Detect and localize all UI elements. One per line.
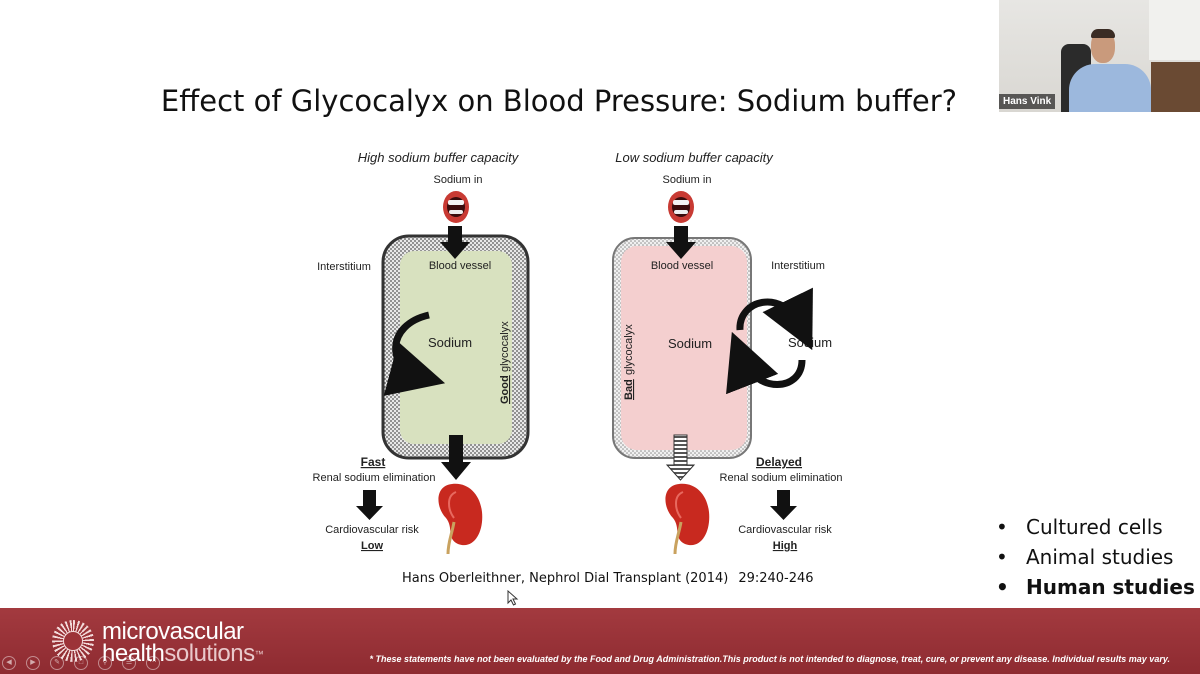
- right-glyco-word: glycocalyx: [623, 324, 635, 375]
- left-glyco-word: glycocalyx: [499, 321, 511, 372]
- right-sodium-in: Sodium in: [663, 174, 712, 186]
- right-sodium-inside: Sodium: [668, 336, 712, 351]
- video-thumbnail[interactable]: Hans Vink: [999, 0, 1200, 112]
- right-elimination: Renal sodium elimination: [720, 472, 843, 484]
- subtitle-icon[interactable]: ☰: [122, 656, 136, 670]
- mouth-icon: [443, 191, 469, 223]
- logo-ring-icon: [52, 620, 94, 662]
- cursor-icon: [507, 590, 519, 606]
- right-exchange-arrow-bottom: [726, 331, 806, 395]
- kidney-icon: [665, 483, 710, 555]
- right-glyco-quality: Bad: [623, 379, 635, 400]
- copy-icon[interactable]: □: [74, 656, 88, 670]
- arrow-icon: [440, 226, 470, 259]
- right-exchange-arrow-top: [736, 287, 813, 351]
- fda-disclaimer: * These statements have not been evaluat…: [369, 654, 1170, 664]
- arrow-icon: [770, 490, 797, 520]
- video-background-shelf: [1151, 62, 1200, 112]
- bullet-human-studies: Human studies: [996, 572, 1195, 602]
- arrow-icon: [441, 435, 471, 480]
- video-participant-hair: [1091, 29, 1115, 38]
- study-list: Cultured cells Animal studies Human stud…: [996, 512, 1195, 602]
- participant-name: Hans Vink: [999, 94, 1056, 109]
- mouth-icon: [668, 191, 694, 223]
- video-participant: [1069, 64, 1151, 112]
- video-background-window: [1149, 0, 1200, 60]
- footer-banner: microvascular healthsolutions™ * These s…: [0, 608, 1200, 674]
- company-logo: microvascular healthsolutions™: [102, 618, 264, 667]
- right-vessel-label: Blood vessel: [651, 260, 713, 272]
- left-glyco-quality: Good: [499, 375, 511, 404]
- right-panel: Low sodium buffer capacity Sodium in Blo…: [612, 150, 843, 555]
- citation-pages: 29:240-246: [738, 571, 814, 586]
- left-panel: High sodium buffer capacity Sodium in In…: [313, 150, 530, 555]
- left-buffer-arrow: [383, 311, 446, 396]
- left-risk-label: Cardiovascular risk: [325, 524, 419, 536]
- next-icon[interactable]: ▶: [26, 656, 40, 670]
- arrow-icon: [356, 490, 383, 520]
- right-vessel: [621, 246, 747, 450]
- arrow-icon: [666, 226, 696, 259]
- left-risk-level: Low: [361, 540, 383, 552]
- more-icon[interactable]: ⋯: [146, 656, 160, 670]
- arrow-icon: [665, 434, 696, 481]
- prev-icon[interactable]: ◀: [2, 656, 16, 670]
- glycocalyx-diagram: High sodium buffer capacity Sodium in In…: [313, 150, 843, 555]
- left-heading: High sodium buffer capacity: [358, 150, 520, 165]
- pen-icon[interactable]: ✎: [50, 656, 64, 670]
- citation-text: Hans Oberleithner, Nephrol Dial Transpla…: [402, 571, 729, 586]
- left-sodium: Sodium: [428, 335, 472, 350]
- right-speed: Delayed: [756, 455, 802, 469]
- right-interstitium: Interstitium: [771, 260, 825, 272]
- slide-title: Effect of Glycocalyx on Blood Pressure: …: [160, 84, 958, 118]
- left-vessel-label: Blood vessel: [429, 260, 491, 272]
- logo-trademark: ™: [254, 649, 264, 659]
- left-interstitium: Interstitium: [317, 261, 371, 273]
- logo-word-solutions: solutions: [164, 640, 255, 667]
- logo-word-micro: micro: [102, 618, 159, 645]
- right-heading: Low sodium buffer capacity: [615, 150, 774, 165]
- right-risk-level: High: [773, 540, 798, 552]
- left-sodium-in: Sodium in: [434, 174, 483, 186]
- left-elimination: Renal sodium elimination: [313, 472, 436, 484]
- bullet-cultured-cells: Cultured cells: [996, 512, 1195, 542]
- right-sodium-outside: Sodium: [788, 335, 832, 350]
- logo-word-vascular: vascular: [158, 618, 244, 645]
- left-speed: Fast: [361, 455, 386, 469]
- zoom-icon[interactable]: ⚲: [98, 656, 112, 670]
- kidney-icon: [438, 483, 483, 555]
- right-risk-label: Cardiovascular risk: [738, 524, 832, 536]
- bullet-animal-studies: Animal studies: [996, 542, 1195, 572]
- citation: Hans Oberleithner, Nephrol Dial Transpla…: [402, 571, 814, 586]
